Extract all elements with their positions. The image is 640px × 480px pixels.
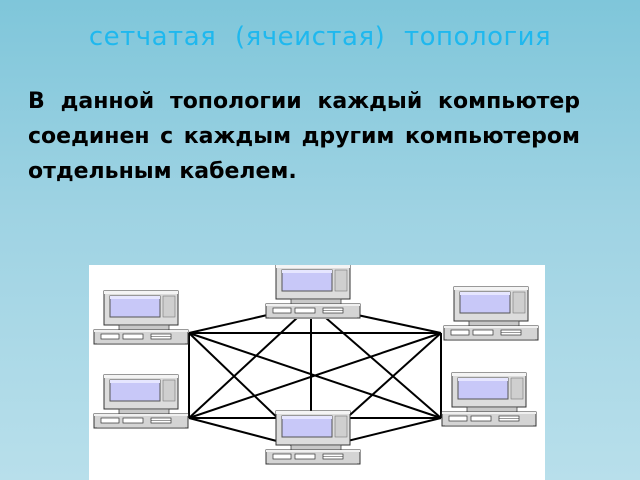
computer-icon-top — [265, 265, 361, 320]
computer-icon-lower-left — [93, 374, 189, 430]
computer-icon-bottom — [265, 410, 361, 466]
slide-body-text: В данной топологии каждый компьютер соед… — [28, 89, 580, 184]
cable-upper-right-lower-left — [188, 332, 442, 419]
computer-nodes — [93, 265, 539, 466]
computer-icon-upper-left — [93, 290, 189, 346]
mesh-topology-diagram — [89, 265, 545, 480]
computer-icon-lower-right — [441, 372, 537, 428]
cable-top-lower-left — [188, 304, 312, 419]
mesh-topology-svg — [93, 265, 539, 466]
slide-title: сетчатая (ячеистая) топология — [88, 22, 552, 52]
cable-top-lower-right — [310, 304, 442, 419]
computer-icon-upper-right — [443, 286, 539, 342]
